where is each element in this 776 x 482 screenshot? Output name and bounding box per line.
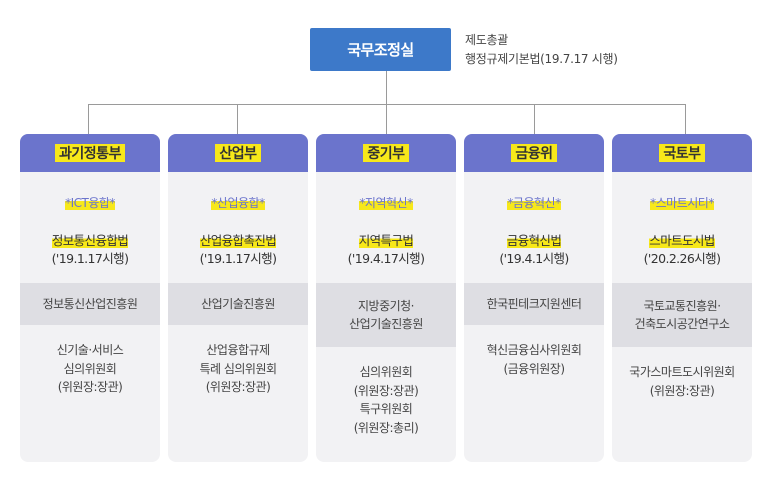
law-date: ('19.4.17시행) xyxy=(347,251,425,266)
ministry-committee: 국가스마트도시위원회 (위원장:장관) xyxy=(629,365,735,398)
ministry-agency: 산업기술진흥원 xyxy=(168,283,308,325)
ministry-name: 산업부 xyxy=(215,142,261,164)
side-note-line2: 행정규제기본법(19.7.17 시행) xyxy=(465,52,618,66)
connector-drop-3 xyxy=(386,104,387,134)
ministry-committee: 산업융합규제 특례 심의위원회 (위원장:장관) xyxy=(199,343,277,394)
ministry-agency: 국토교통진흥원· 건축도시공간연구소 xyxy=(612,283,752,347)
connector-drop-5 xyxy=(685,104,686,134)
ministry-law: 금융혁신법 ('19.4.1시행) xyxy=(464,232,604,272)
ministry-header: 산업부 xyxy=(168,134,308,172)
law-name: 지역특구법 xyxy=(358,233,414,248)
law-name: 금융혁신법 xyxy=(506,233,562,248)
law-name: 스마트도시법 xyxy=(649,233,715,248)
law-date: ('20.2.26시행) xyxy=(643,251,721,266)
ministry-column-5: 국토부 *스마트시티* 스마트도시법 ('20.2.26시행) 국토교통진흥원·… xyxy=(612,134,752,462)
ministry-committee: 심의위원회 (위원장:장관) 특구위원회 (위원장:총리) xyxy=(353,365,419,435)
ministry-header: 중기부 xyxy=(316,134,456,172)
ministry-committee: 신기술·서비스 심의위원회 (위원장:장관) xyxy=(56,343,124,394)
ministry-law: 스마트도시법 ('20.2.26시행) xyxy=(612,232,752,272)
ministry-name: 중기부 xyxy=(363,142,409,164)
ministry-header: 금융위 xyxy=(464,134,604,172)
ministry-law: 정보통신융합법 ('19.1.17시행) xyxy=(20,232,160,272)
law-date: ('19.4.1시행) xyxy=(499,251,569,266)
ministry-name: 과기정통부 xyxy=(55,142,125,164)
law-date: ('19.1.17시행) xyxy=(199,251,277,266)
ministry-tag: *스마트시티* xyxy=(650,196,714,210)
connector-vertical-main xyxy=(386,71,387,104)
ministry-committee: 혁신금융심사위원회 (금융위원장) xyxy=(486,343,582,376)
ministry-header: 국토부 xyxy=(612,134,752,172)
ministry-name: 국토부 xyxy=(659,142,705,164)
law-name: 정보통신융합법 xyxy=(51,233,129,248)
connector-drop-2 xyxy=(237,104,238,134)
ministry-tag: *금융혁신* xyxy=(507,196,561,210)
side-note: 제도총괄 행정규제기본법(19.7.17 시행) xyxy=(465,31,618,69)
ministry-column-3: 중기부 *지역혁신* 지역특구법 ('19.4.17시행) 지방중기청· 산업기… xyxy=(316,134,456,462)
ministry-name: 금융위 xyxy=(511,142,557,164)
ministry-column-2: 산업부 *산업융합* 산업융합촉진법 ('19.1.17시행) 산업기술진흥원 … xyxy=(168,134,308,462)
law-date: ('19.1.17시행) xyxy=(51,251,129,266)
connector-drop-1 xyxy=(88,104,89,134)
ministry-law: 산업융합촉진법 ('19.1.17시행) xyxy=(168,232,308,272)
connector-drop-4 xyxy=(534,104,535,134)
ministry-agency: 정보통신산업진흥원 xyxy=(20,283,160,325)
ministry-header: 과기정통부 xyxy=(20,134,160,172)
connector-horizontal xyxy=(88,104,686,105)
ministry-tag: *ICT융합* xyxy=(65,196,115,210)
ministry-tag: *산업융합* xyxy=(211,196,265,210)
ministry-law: 지역특구법 ('19.4.17시행) xyxy=(316,232,456,272)
ministry-agency: 지방중기청· 산업기술진흥원 xyxy=(316,283,456,347)
ministry-column-1: 과기정통부 *ICT융합* 정보통신융합법 ('19.1.17시행) 정보통신산… xyxy=(20,134,160,462)
top-box-title: 국무조정실 xyxy=(310,28,451,71)
ministry-column-4: 금융위 *금융혁신* 금융혁신법 ('19.4.1시행) 한국핀테크지원센터 혁… xyxy=(464,134,604,462)
ministry-tag: *지역혁신* xyxy=(359,196,413,210)
ministry-agency: 한국핀테크지원센터 xyxy=(464,283,604,325)
law-name: 산업융합촉진법 xyxy=(199,233,277,248)
side-note-line1: 제도총괄 xyxy=(465,33,508,47)
